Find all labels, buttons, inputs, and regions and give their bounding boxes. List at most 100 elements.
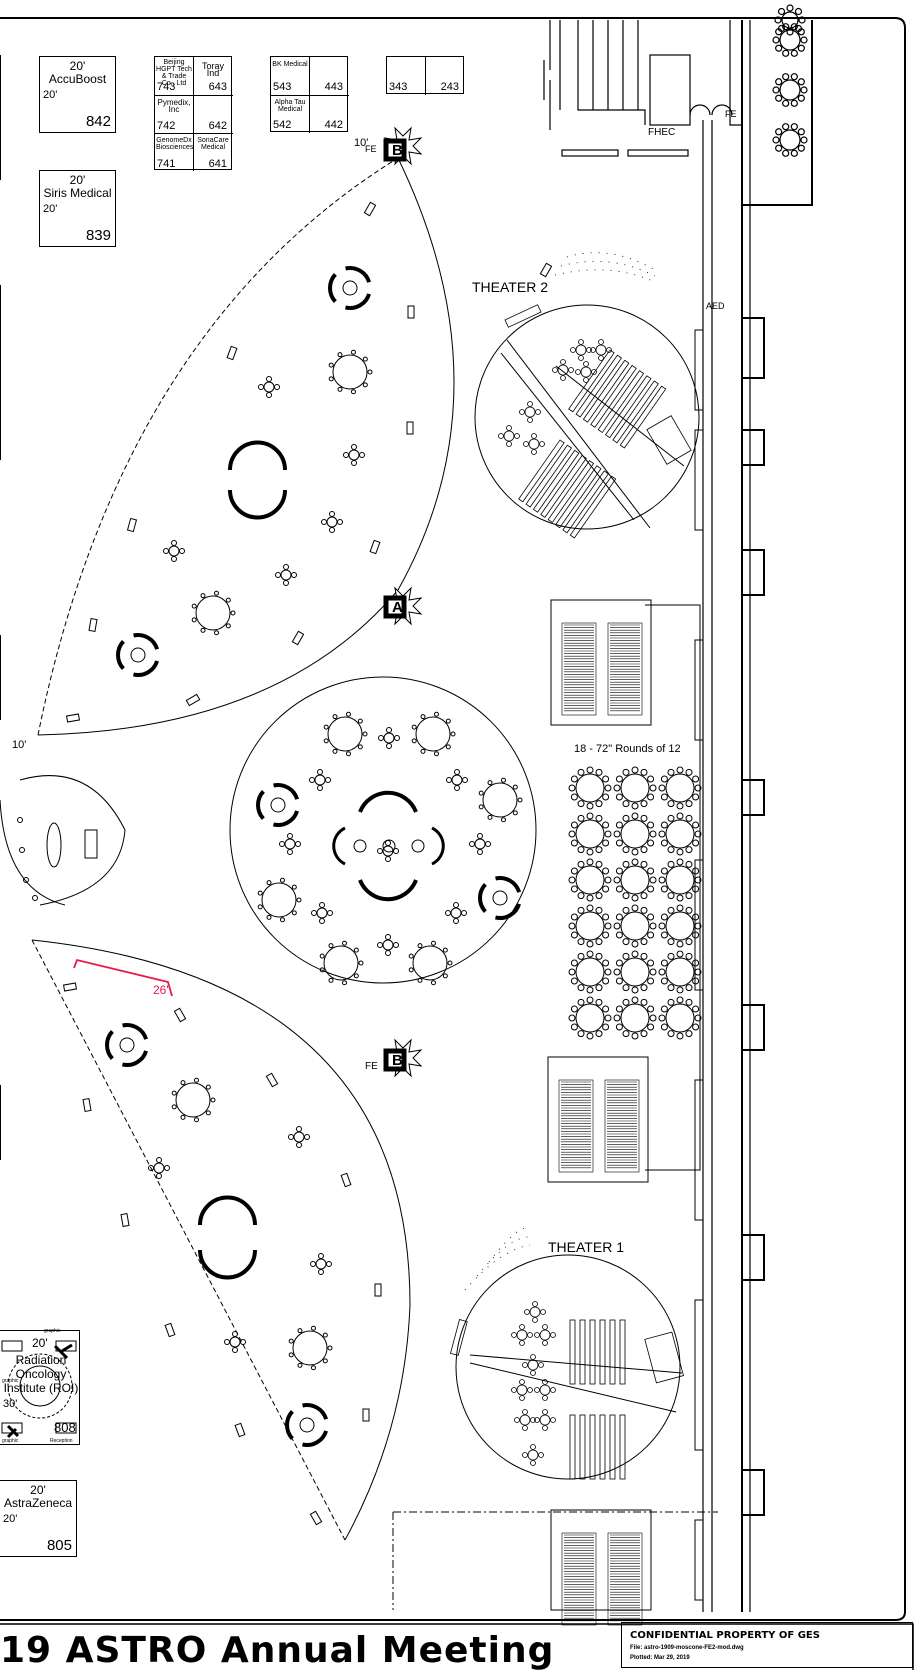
lounge-seating bbox=[105, 1023, 149, 1067]
pillar-b-bottom-letter: B bbox=[392, 1052, 403, 1069]
booth-roi-graphic-label: graphic bbox=[2, 1378, 19, 1384]
booth-accuboost[interactable]: 20' AccuBoost 20' 842 bbox=[39, 56, 116, 133]
cocktail-table bbox=[258, 376, 280, 398]
booth-number[interactable]: 742 bbox=[157, 120, 176, 132]
table bbox=[46, 822, 62, 868]
cocktail-table bbox=[534, 1324, 556, 1346]
dimension-26ft-label: 26' bbox=[153, 983, 169, 997]
fe-label: FE bbox=[365, 144, 377, 154]
booth-number: 839 bbox=[85, 227, 111, 244]
table bbox=[353, 839, 367, 853]
booth-siris-medical[interactable]: 20' Siris Medical 20' 839 bbox=[39, 170, 116, 247]
lounge-seating bbox=[116, 633, 160, 677]
stage bbox=[644, 1331, 684, 1384]
booth-number[interactable]: 741 bbox=[157, 158, 176, 170]
pillar-a-letter: A bbox=[392, 599, 403, 616]
kiosk bbox=[407, 305, 415, 319]
round-table bbox=[772, 73, 808, 107]
cocktail-table bbox=[310, 1253, 332, 1275]
booth-dimension: 20' bbox=[69, 59, 86, 73]
booth-number: 808 bbox=[54, 1420, 76, 1435]
round-table bbox=[774, 4, 806, 36]
round-table bbox=[613, 904, 657, 948]
kiosk bbox=[406, 421, 414, 435]
round-table bbox=[613, 812, 657, 856]
kiosk bbox=[234, 1422, 246, 1438]
booth-number[interactable]: 643 bbox=[208, 81, 227, 93]
cocktail-table bbox=[377, 840, 399, 862]
booth-name: Alpha Tau Medical bbox=[274, 99, 306, 113]
booth-number[interactable]: 343 bbox=[389, 81, 408, 93]
round-table bbox=[411, 711, 456, 757]
cocktail-table bbox=[469, 833, 491, 855]
lounge-seating bbox=[478, 876, 522, 920]
booth-dimension: 20' bbox=[32, 1336, 48, 1350]
stool bbox=[32, 895, 38, 901]
booth-name: Siris Medical bbox=[43, 186, 112, 200]
cocktail-table bbox=[590, 339, 612, 361]
table bbox=[382, 839, 396, 853]
round-table bbox=[613, 766, 657, 810]
booth-roi[interactable]: graphic 20' Radiation Oncology Institute… bbox=[0, 1329, 80, 1445]
round-table bbox=[568, 812, 612, 856]
confidential-notice: CONFIDENTIAL PROPERTY OF GES bbox=[630, 1630, 820, 1641]
cocktail-table bbox=[377, 934, 399, 956]
cocktail-table bbox=[570, 339, 592, 361]
booth-number[interactable]: 542 bbox=[273, 119, 292, 131]
dimension-label: 10' bbox=[12, 739, 27, 751]
cocktail-table bbox=[446, 769, 468, 791]
kiosk bbox=[363, 201, 377, 217]
booth-roi-graphic-label: graphic bbox=[2, 1438, 19, 1444]
booth-number[interactable]: 743 bbox=[157, 81, 176, 93]
booth-dimension: 20' bbox=[43, 203, 58, 215]
seat-block bbox=[569, 1414, 626, 1480]
booth-block-500-400: BK Medical 543 443 Alpha Tau Medical 542… bbox=[270, 56, 349, 133]
booth-number[interactable]: 443 bbox=[324, 81, 343, 93]
cocktail-table bbox=[445, 902, 467, 924]
kiosk bbox=[82, 1097, 92, 1113]
booth-number[interactable]: 243 bbox=[440, 81, 459, 93]
seat-row bbox=[560, 260, 656, 277]
pillar-b-top bbox=[383, 126, 423, 166]
booth-roi-name: Radiation Oncology Institute (ROI) bbox=[3, 1353, 79, 1395]
booth-number[interactable]: 543 bbox=[273, 81, 292, 93]
kiosk bbox=[265, 1072, 279, 1088]
cocktail-table bbox=[224, 1331, 246, 1353]
kiosk bbox=[185, 693, 201, 707]
kiosk bbox=[291, 630, 305, 646]
booth-number: 805 bbox=[46, 1537, 72, 1554]
booth-name: Beijing HGPT Tech & Trade Co., Ltd bbox=[156, 59, 192, 87]
cocktail-table bbox=[575, 361, 597, 383]
seat-block bbox=[518, 439, 617, 539]
stool bbox=[23, 877, 29, 883]
booth-number[interactable]: 442 bbox=[324, 119, 343, 131]
round-table bbox=[613, 996, 657, 1040]
booth-dimension: 20' bbox=[3, 1513, 18, 1525]
round-table bbox=[568, 858, 612, 902]
booth-block-300-200: 343 243 bbox=[386, 56, 464, 95]
seat-row bbox=[464, 1244, 531, 1291]
seat-row bbox=[488, 1227, 531, 1263]
cocktail-table bbox=[163, 540, 185, 562]
kiosk bbox=[226, 345, 238, 361]
booth-number[interactable]: 642 bbox=[208, 120, 227, 132]
booth-number: 842 bbox=[85, 113, 111, 130]
aed-label: AED bbox=[706, 301, 725, 311]
round-table bbox=[568, 950, 612, 994]
round-table bbox=[478, 777, 523, 823]
booth-astrazeneca[interactable]: 20' AstraZeneca 20' 805 bbox=[0, 1480, 77, 1557]
kiosk bbox=[88, 617, 98, 633]
rounds-label: 18 - 72" Rounds of 12 bbox=[574, 743, 681, 755]
seat-row bbox=[476, 1236, 531, 1277]
cocktail-table bbox=[511, 1324, 533, 1346]
lounge-seating bbox=[256, 783, 300, 827]
round-table bbox=[323, 711, 368, 757]
lounge-seating bbox=[358, 790, 418, 813]
theater-1-label: THEATER 1 bbox=[548, 1239, 624, 1255]
round-table bbox=[568, 766, 612, 810]
cocktail-table bbox=[552, 359, 574, 381]
round-table bbox=[328, 349, 373, 395]
round-table bbox=[772, 123, 808, 157]
cocktail-table bbox=[378, 727, 400, 749]
booth-number[interactable]: 641 bbox=[208, 158, 227, 170]
